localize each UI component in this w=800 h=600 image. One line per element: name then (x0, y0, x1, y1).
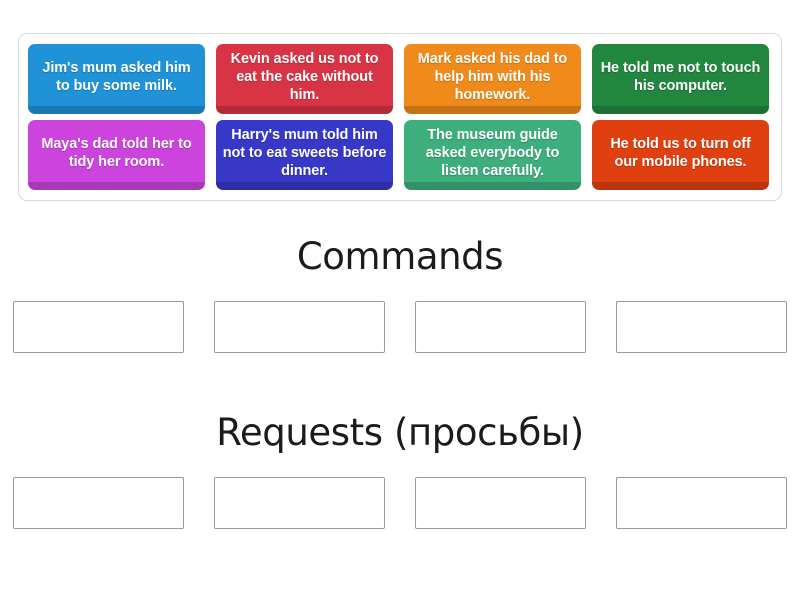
draggable-tile[interactable]: Mark asked his dad to help him with his … (404, 44, 581, 114)
tile-label: He told me not to touch his computer. (600, 60, 761, 94)
word-tile-tray: Jim's mum asked him to buy some milk. Ke… (18, 33, 782, 201)
tile-label: Harry's mum told him not to eat sweets b… (222, 127, 387, 179)
draggable-tile[interactable]: The museum guide asked everybody to list… (404, 120, 581, 190)
category-commands: Commands (0, 235, 800, 353)
drop-slot[interactable] (13, 476, 184, 529)
category-title: Requests (просьбы) (216, 411, 584, 454)
category-requests: Requests (просьбы) (0, 411, 800, 529)
draggable-tile[interactable]: He told me not to touch his computer. (592, 44, 769, 114)
draggable-tile[interactable]: Maya's dad told her to tidy her room. (28, 120, 205, 190)
draggable-tile[interactable]: Kevin asked us not to eat the cake witho… (216, 44, 393, 114)
drop-slot[interactable] (13, 300, 184, 353)
tile-label: He told us to turn off our mobile phones… (610, 136, 751, 170)
tile-label: Maya's dad told her to tidy her room. (41, 136, 192, 170)
drop-slot-row (0, 476, 800, 529)
drop-slot[interactable] (616, 300, 787, 353)
drop-slot-row (0, 300, 800, 353)
drop-slot[interactable] (415, 300, 586, 353)
tile-label: The museum guide asked everybody to list… (425, 127, 560, 179)
tile-row-top: Jim's mum asked him to buy some milk. Ke… (28, 44, 772, 114)
drop-slot[interactable] (616, 476, 787, 529)
tile-label: Mark asked his dad to help him with his … (417, 51, 568, 103)
drop-slot[interactable] (415, 476, 586, 529)
tile-row-bottom: Maya's dad told her to tidy her room. Ha… (28, 120, 772, 190)
drop-slot[interactable] (214, 300, 385, 353)
tile-label: Kevin asked us not to eat the cake witho… (230, 51, 379, 103)
category-title: Commands (296, 235, 504, 278)
draggable-tile[interactable]: Jim's mum asked him to buy some milk. (28, 44, 205, 114)
tile-label: Jim's mum asked him to buy some milk. (42, 60, 191, 94)
drop-slot[interactable] (214, 476, 385, 529)
draggable-tile[interactable]: He told us to turn off our mobile phones… (592, 120, 769, 190)
draggable-tile[interactable]: Harry's mum told him not to eat sweets b… (216, 120, 393, 190)
